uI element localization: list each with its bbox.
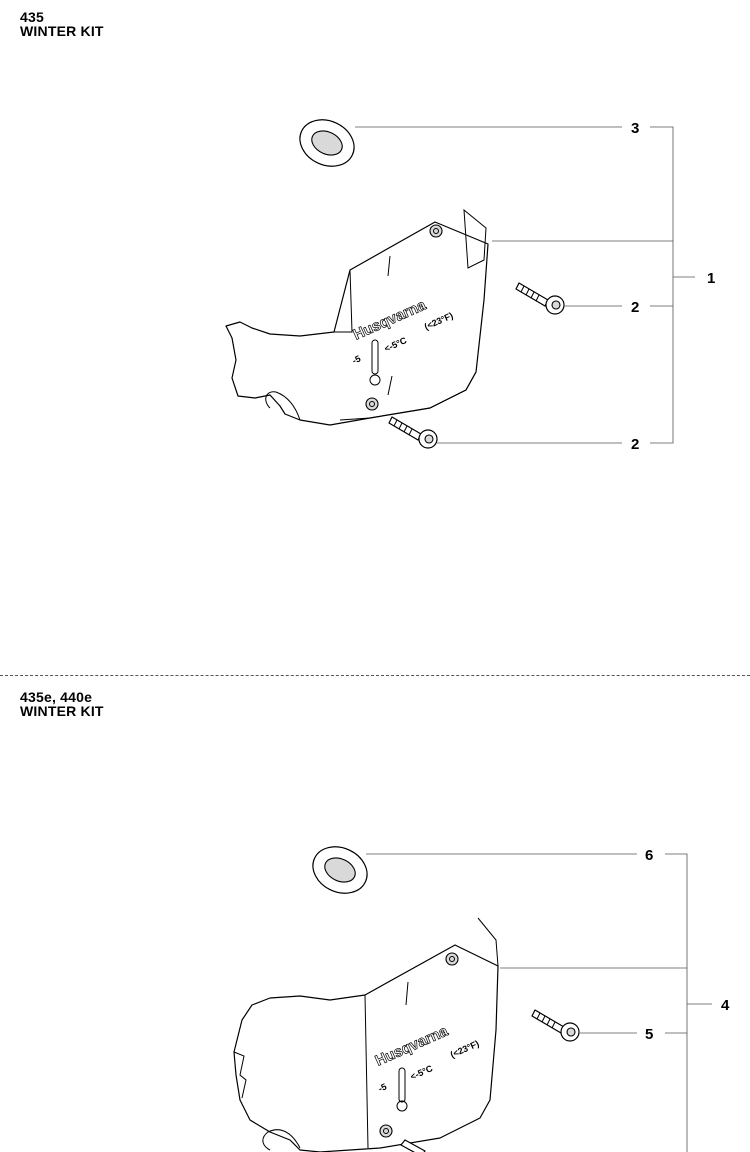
callout-1: 1 — [707, 270, 715, 287]
callout-3: 3 — [631, 120, 639, 137]
callout-5: 5 — [645, 1026, 653, 1043]
screw-part-5-lower[interactable] — [400, 1139, 426, 1152]
section-1-temp-low: -5 — [351, 353, 362, 365]
section-divider — [0, 675, 750, 676]
section-1-model: 435 — [20, 9, 44, 25]
callout-2-upper: 2 — [631, 299, 639, 316]
screw-part-2-upper[interactable] — [515, 282, 565, 315]
washer-part-6[interactable] — [305, 838, 374, 902]
washer-part-3[interactable] — [292, 111, 361, 175]
winter-cover-part-4[interactable]: Husqvarna -5 <-5°C (<23°F) — [233, 917, 499, 1152]
callout-4: 4 — [721, 997, 730, 1014]
section-2-title: 435e, 440e WINTER KIT — [20, 690, 104, 718]
section-2-kit-title: WINTER KIT — [20, 703, 104, 719]
callout-2-lower: 2 — [631, 436, 639, 453]
section-1-title: 435 WINTER KIT — [20, 10, 104, 38]
screw-part-5-upper[interactable] — [531, 1009, 580, 1042]
section-2-exploded-diagram: Husqvarna -5 <-5°C (<23°F) 6 4 5 — [233, 838, 730, 1152]
section-1-kit-title: WINTER KIT — [20, 23, 104, 39]
callout-6: 6 — [645, 847, 653, 864]
winter-cover-part-1[interactable]: Husqvarna -5 <-5°C (<23°F) — [225, 208, 489, 426]
section-2-temp-low: -5 — [377, 1081, 388, 1093]
screw-part-2-lower[interactable] — [388, 416, 438, 449]
section-2-model: 435e, 440e — [20, 689, 93, 705]
section-1-exploded-diagram: Husqvarna -5 <-5°C (<23°F) 3 1 2 2 — [225, 111, 715, 453]
